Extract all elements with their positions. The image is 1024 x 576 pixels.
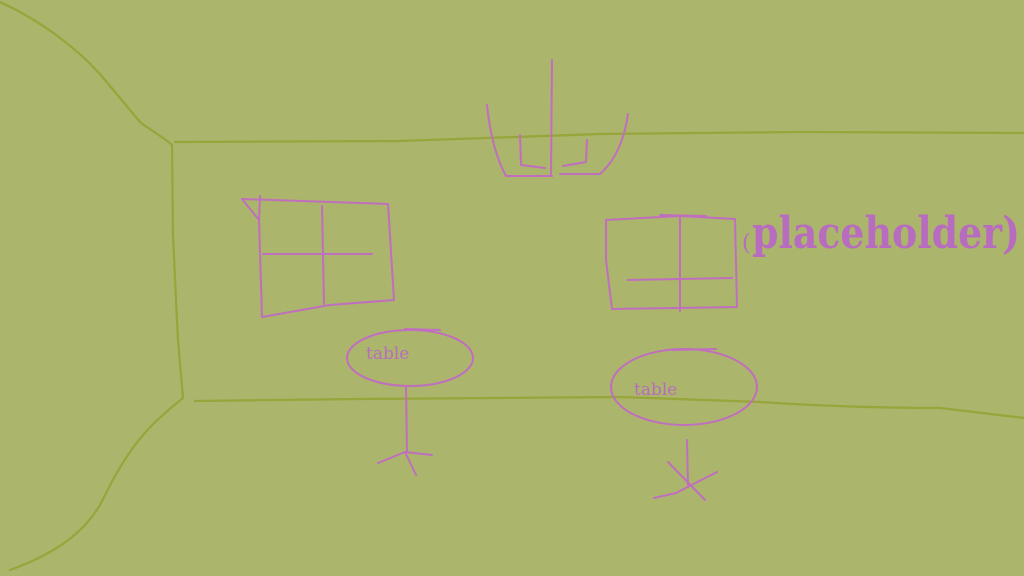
ceiling-lamp	[486, 59, 629, 177]
placeholder-open-paren: (	[742, 231, 751, 256]
left-table: table	[346, 328, 474, 476]
floor-line	[193, 395, 1024, 420]
right-window	[605, 214, 738, 312]
back-wall-top-line	[173, 130, 1024, 144]
right-table: table	[610, 348, 758, 501]
left-floor-curve	[8, 396, 185, 572]
left-window	[241, 195, 395, 318]
placeholder-label: ( placeholder)	[742, 208, 1020, 259]
table-label-left: table	[366, 344, 409, 364]
placeholder-text: placeholder)	[752, 208, 1020, 259]
back-wall-left-edge	[170, 143, 185, 400]
table-label-right: table	[634, 380, 677, 400]
left-wall-curve	[0, 0, 174, 147]
